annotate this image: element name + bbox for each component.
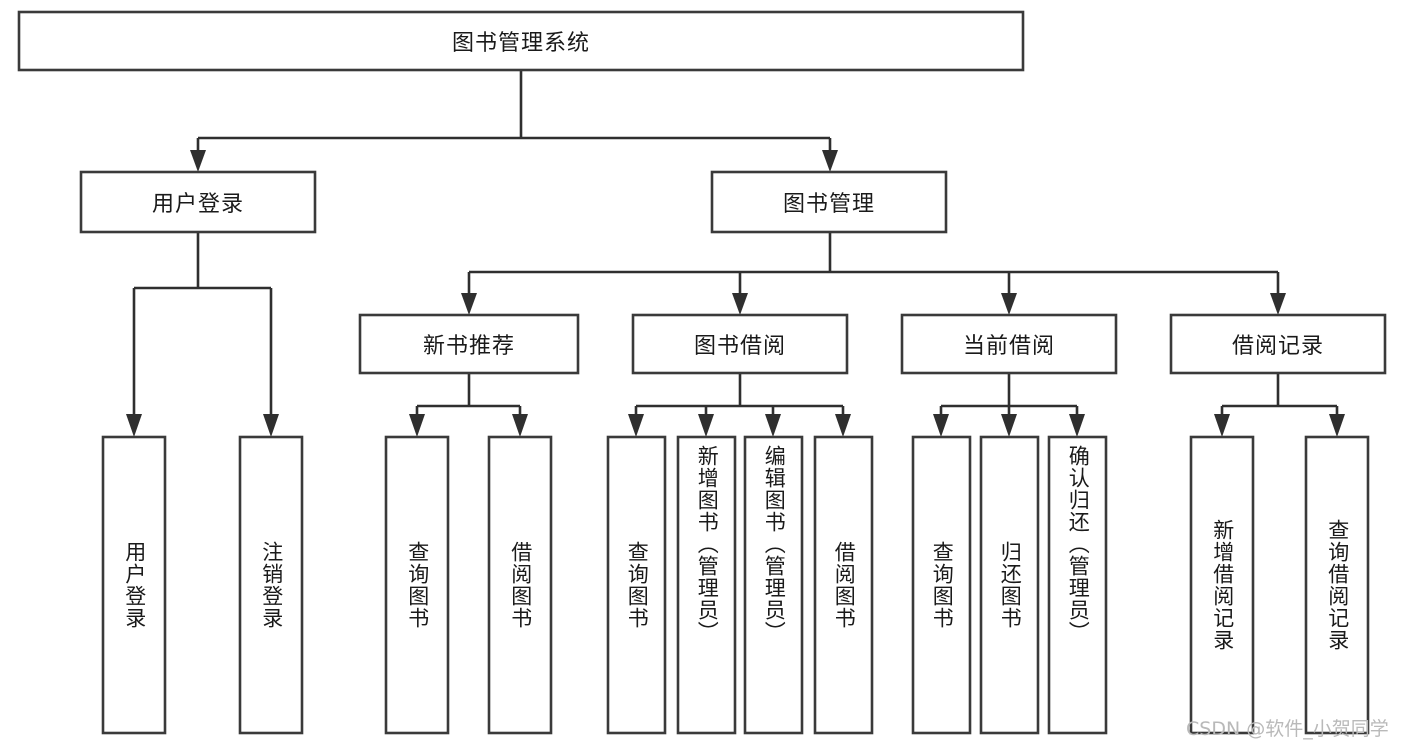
node-book-borrow-box[interactable]: [631, 313, 849, 375]
leaf-box-confirm-return[interactable]: [1047, 435, 1108, 735]
csdn-watermark: CSDN @软件_小贺同学: [1186, 718, 1389, 740]
arrow-head-leaf-user-login: [126, 414, 142, 437]
leaf-box-query-book-1[interactable]: [384, 435, 450, 735]
connectors-book-borrow-to-leaves: [628, 373, 851, 437]
leaf-box-query-book-2[interactable]: [606, 435, 667, 735]
connectors-user-login-to-leaves: [126, 232, 279, 437]
leaf-box-borrow-book-1[interactable]: [487, 435, 553, 735]
arrow-head-leaf-query-record: [1329, 414, 1345, 437]
arrow-head-leaf-confirm-return: [1069, 414, 1085, 437]
arrow-head-book-borrow: [732, 293, 748, 315]
arrow-head-leaf-query-book-3: [933, 414, 949, 437]
arrow-head-leaf-borrow-book-2: [835, 414, 851, 437]
leaf-box-query-book-3[interactable]: [911, 435, 972, 735]
arrow-head-user-login: [190, 150, 206, 172]
arrow-head-leaf-query-book-2: [628, 414, 644, 437]
connectors-book-manage-to-level3: [461, 232, 1286, 315]
arrow-head-leaf-edit-book: [765, 414, 781, 437]
node-current-borrow-box[interactable]: [900, 313, 1118, 375]
leaf-box-logout[interactable]: [238, 435, 304, 735]
leaf-box-add-record[interactable]: [1189, 435, 1255, 735]
connectors-new-book-rec-to-leaves: [409, 373, 528, 437]
arrow-head-leaf-add-record: [1214, 414, 1230, 437]
leaf-box-edit-book[interactable]: [743, 435, 804, 735]
arrow-head-leaf-return-book: [1001, 414, 1017, 437]
node-book-manage-box[interactable]: [710, 170, 948, 234]
leaf-box-query-record[interactable]: [1304, 435, 1370, 735]
connectors-level1-to-level2: [190, 70, 838, 172]
node-new-book-rec-box[interactable]: [358, 313, 580, 375]
leaf-box-return-book[interactable]: [979, 435, 1040, 735]
leaf-box-user-login[interactable]: [101, 435, 167, 735]
leaf-box-borrow-book-2[interactable]: [813, 435, 874, 735]
node-root-box[interactable]: [17, 10, 1025, 72]
connectors-borrow-record-to-leaves: [1214, 373, 1345, 437]
node-borrow-record-box[interactable]: [1169, 313, 1387, 375]
arrow-head-new-book-rec: [461, 293, 477, 315]
leaf-box-add-book[interactable]: [676, 435, 737, 735]
arrow-head-borrow-record: [1270, 293, 1286, 315]
arrow-head-leaf-query-book-1: [409, 414, 425, 437]
connectors-current-borrow-to-leaves: [933, 373, 1085, 437]
arrow-head-leaf-borrow-book-1: [512, 414, 528, 437]
arrow-head-book-manage: [822, 150, 838, 172]
node-user-login-box[interactable]: [79, 170, 317, 234]
arrow-head-leaf-logout: [263, 414, 279, 437]
arrow-head-current-borrow: [1001, 293, 1017, 315]
arrow-head-leaf-add-book: [698, 414, 714, 437]
